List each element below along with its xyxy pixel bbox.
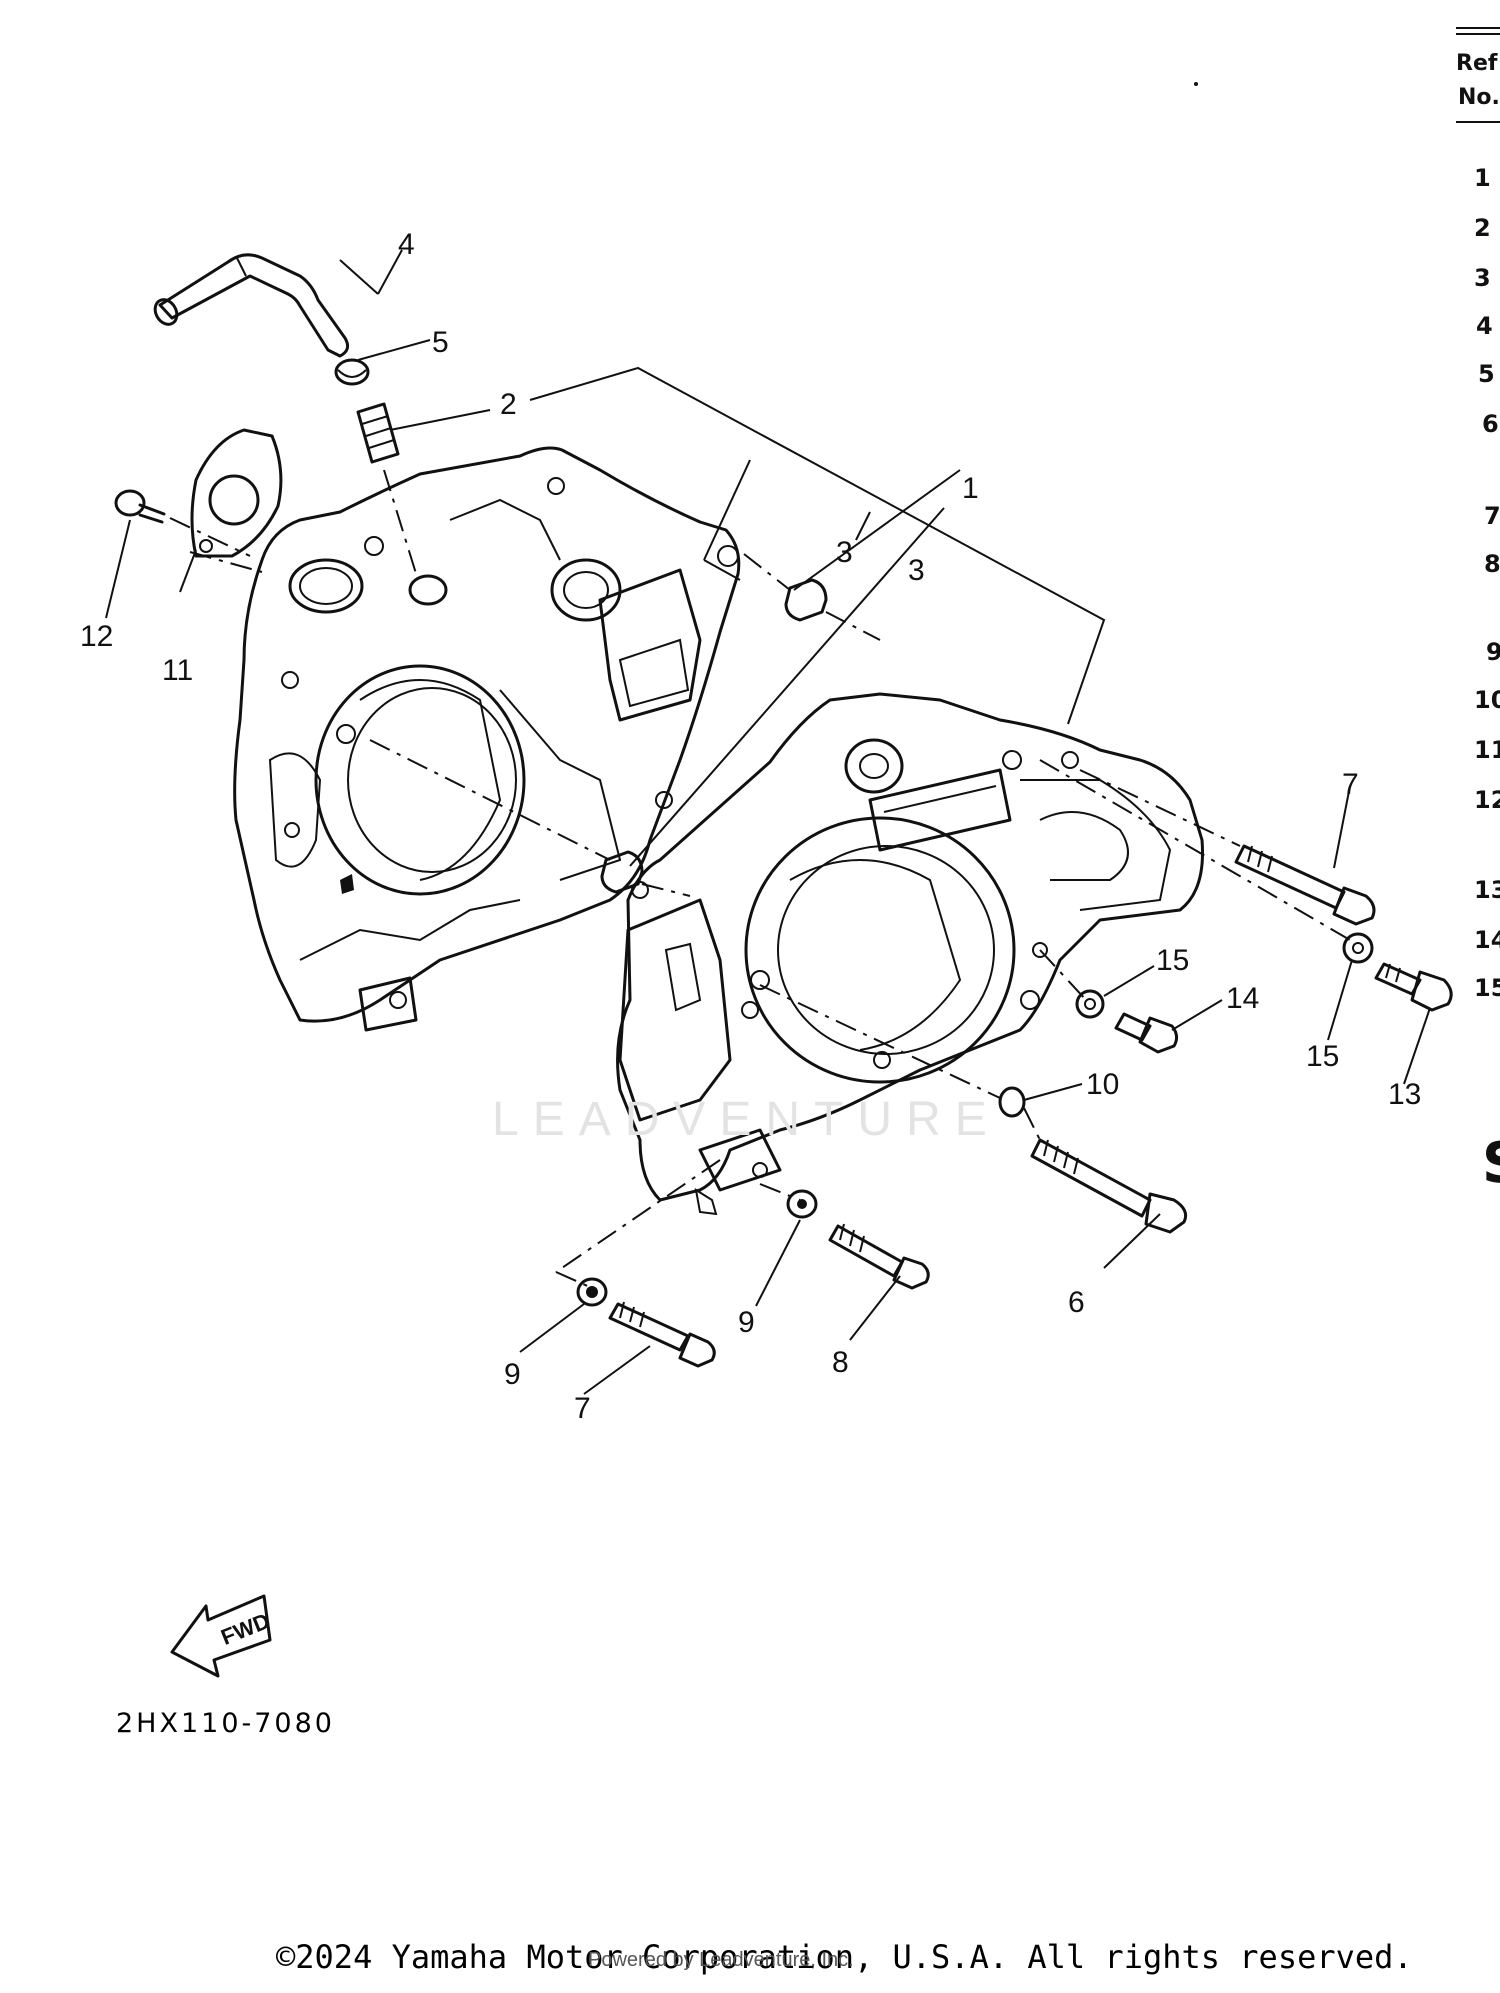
callout-7-upper: 7 xyxy=(1342,768,1359,801)
table-ref-5: 5 xyxy=(1478,360,1495,388)
table-ref-7: 7 xyxy=(1484,502,1500,530)
bolt-7-upper xyxy=(1234,844,1376,926)
callout-3-lower: 3 xyxy=(908,554,925,587)
table-ref-6: 6 xyxy=(1482,410,1499,438)
copyright-notice: ©2024 Yamaha Motor Corporation, U.S.A. A… xyxy=(276,1938,1413,1976)
breather-hose xyxy=(153,253,350,358)
table-ref-1: 1 xyxy=(1474,164,1491,192)
callout-14: 14 xyxy=(1226,982,1259,1015)
callout-15-lower: 15 xyxy=(1306,1040,1339,1073)
washer-15-lower xyxy=(1075,989,1105,1019)
table-ref-12: 12 xyxy=(1474,786,1500,814)
callout-9-lower: 9 xyxy=(504,1358,521,1391)
table-ref-14: 14 xyxy=(1474,926,1500,954)
table-ref-10: 10 xyxy=(1474,686,1500,714)
callout-10: 10 xyxy=(1086,1068,1119,1101)
callout-4: 4 xyxy=(398,228,415,261)
table-ref-8: 8 xyxy=(1484,550,1500,578)
bolt-7-lower xyxy=(608,1301,716,1368)
bolt-6 xyxy=(1030,1138,1188,1234)
crankcase-gasket xyxy=(190,428,283,558)
callout-12: 12 xyxy=(80,620,113,653)
callout-5: 5 xyxy=(432,326,449,359)
fwd-arrow-icon: FWD xyxy=(170,1594,273,1678)
assembly-lines xyxy=(189,551,1351,1289)
washer-15-upper xyxy=(1342,932,1374,964)
callout-13: 13 xyxy=(1388,1078,1421,1111)
o-ring xyxy=(998,1086,1026,1118)
diagram-code: 2HX110-7080 xyxy=(116,1708,335,1739)
crankcase-right xyxy=(616,692,1205,1216)
breather-nipple xyxy=(356,402,419,581)
watermark: LEADVENTURE xyxy=(492,1093,1001,1146)
powered-by-overlay: Powered by Leadventure, Inc. xyxy=(588,1949,854,1971)
leader-lines xyxy=(105,249,1431,1395)
section-letter: S xyxy=(1482,1131,1500,1196)
callout-11: 11 xyxy=(162,654,193,687)
callout-3-upper: 3 xyxy=(836,536,853,569)
callout-6: 6 xyxy=(1068,1286,1085,1319)
callout-7-lower: 7 xyxy=(574,1392,591,1425)
parts-table: Ref No. 1 2 3 4 5 6 7 8 9 10 11 12 13 14… xyxy=(1456,27,1500,1196)
washer-9-lower xyxy=(576,1277,608,1307)
table-ref-13: 13 xyxy=(1474,876,1500,904)
crankcase-left xyxy=(233,446,741,1032)
callout-8: 8 xyxy=(832,1346,849,1379)
bolt-13 xyxy=(1374,962,1453,1012)
table-ref-15: 15 xyxy=(1474,974,1500,1002)
screw-12 xyxy=(114,489,251,557)
bolt-14 xyxy=(1114,1012,1179,1054)
fwd-label: FWD xyxy=(217,1608,273,1650)
table-ref-11: 11 xyxy=(1474,736,1500,764)
hose-clip xyxy=(334,358,370,386)
callout-15-upper: 15 xyxy=(1156,944,1189,977)
callouts: 1 2 3 3 4 5 6 7 7 8 9 9 10 11 12 13 14 1… xyxy=(80,228,1421,1425)
table-header-ref: Ref xyxy=(1456,51,1498,76)
table-header-no: No. xyxy=(1458,85,1500,110)
callout-1: 1 xyxy=(962,472,979,505)
bolt-8 xyxy=(828,1223,930,1290)
callout-2: 2 xyxy=(500,388,517,421)
dowel-pin-upper xyxy=(784,578,828,622)
table-ref-2: 2 xyxy=(1474,214,1491,242)
table-ref-9: 9 xyxy=(1486,638,1500,666)
table-ref-4: 4 xyxy=(1476,312,1493,340)
table-ref-3: 3 xyxy=(1474,264,1491,292)
dowel-pin-lower xyxy=(600,850,644,894)
washer-9-upper xyxy=(786,1189,818,1219)
callout-9-upper: 9 xyxy=(738,1306,755,1339)
